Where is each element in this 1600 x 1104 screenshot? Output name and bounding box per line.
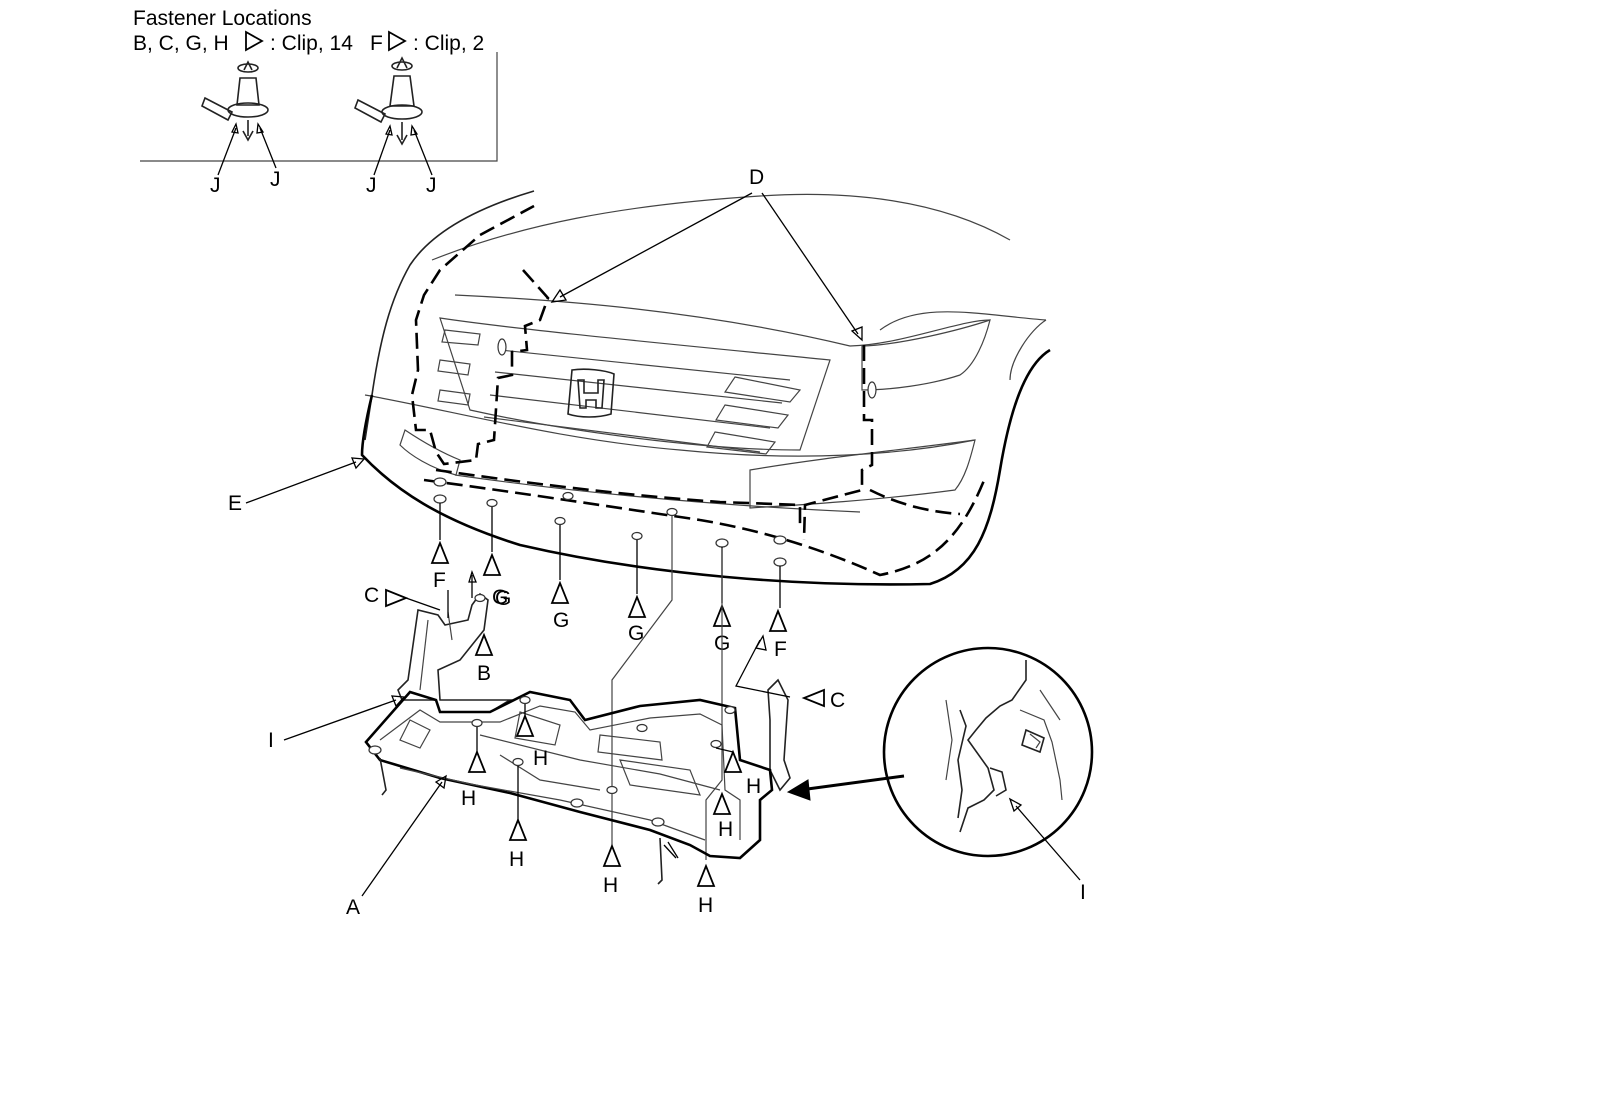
- label-h: H: [698, 894, 713, 917]
- label-j: J: [366, 174, 377, 197]
- honda-logo-icon: [567, 368, 615, 418]
- label-j: J: [270, 168, 281, 191]
- label-c: C: [830, 689, 845, 712]
- label-b: B: [477, 662, 491, 685]
- legend-frame: [140, 52, 498, 162]
- label-e: E: [228, 492, 242, 515]
- label-g: G: [553, 609, 569, 632]
- triangle-marker-icon: [627, 594, 647, 618]
- legend-title: Fastener Locations: [133, 7, 312, 30]
- label-g: G: [628, 622, 644, 645]
- legend-line-clips-14-suffix: : Clip, 14: [270, 32, 353, 55]
- hood-edge-line: [364, 190, 535, 441]
- splash-shield-part-a: I A H H H H H H H: [268, 690, 774, 919]
- triangle-marker-icon: [482, 552, 502, 576]
- front-bumper-outline: [360, 348, 1051, 586]
- clip-removal-illustration-1: J J: [201, 60, 281, 197]
- triangle-marker-icon: [723, 749, 743, 773]
- triangle-marker-icon: [245, 30, 264, 52]
- triangle-marker-icon: [515, 713, 535, 737]
- bumper-fastener-callouts: F G G G G F: [430, 503, 788, 860]
- legend-line-clips-2-prefix: F: [370, 32, 383, 55]
- label-g: G: [492, 586, 508, 609]
- detail-view-circle: I: [786, 646, 1094, 904]
- headlight: [861, 319, 991, 391]
- dashed-guide-bottom: [423, 477, 987, 577]
- label-a: A: [346, 896, 360, 919]
- triangle-marker-icon: [801, 688, 825, 708]
- label-c: C: [364, 584, 379, 607]
- fog-light-bezel-left: [399, 429, 461, 476]
- vehicle-front-end: D E: [228, 166, 1051, 586]
- triangle-marker-icon: [550, 580, 570, 604]
- triangle-marker-icon: [712, 791, 732, 815]
- triangle-marker-icon: [467, 749, 487, 773]
- label-j: J: [210, 174, 221, 197]
- label-f: F: [774, 638, 787, 661]
- dashed-guide-left: [410, 204, 550, 466]
- triangle-marker-icon: [385, 588, 409, 608]
- front-grille: [437, 317, 831, 455]
- label-i: I: [268, 729, 274, 752]
- label-h: H: [746, 775, 761, 798]
- label-h: H: [718, 818, 733, 841]
- dashed-guide-right: [802, 345, 961, 541]
- triangle-marker-icon: [768, 608, 788, 632]
- legend-line-clips-2-suffix: : Clip, 2: [413, 32, 484, 55]
- triangle-marker-icon: [474, 632, 494, 656]
- right-bracket: C: [735, 634, 845, 792]
- legend-line-clips-14-prefix: B, C, G, H: [133, 32, 229, 55]
- label-h: H: [461, 787, 476, 810]
- clip-removal-illustration-2: J J: [354, 56, 437, 197]
- clip-slot: [1021, 728, 1045, 754]
- triangle-marker-icon: [430, 540, 450, 564]
- left-bracket: C G B: [364, 570, 513, 713]
- triangle-marker-icon: [508, 817, 528, 841]
- label-i: I: [1080, 881, 1086, 904]
- triangle-marker-icon: [696, 863, 716, 887]
- splash-shield-outline: [364, 690, 774, 860]
- label-f: F: [433, 569, 446, 592]
- label-h: H: [533, 747, 548, 770]
- label-h: H: [509, 848, 524, 871]
- label-g: G: [495, 587, 511, 610]
- label-d: D: [749, 166, 764, 189]
- triangle-marker-icon: [602, 843, 622, 867]
- label-j: J: [426, 174, 437, 197]
- fastener-legend: Fastener Locations B, C, G, H : Clip, 14…: [133, 7, 498, 197]
- label-h: H: [603, 874, 618, 897]
- triangle-marker-icon: [388, 30, 407, 52]
- fog-light-bezel-right: [749, 439, 976, 509]
